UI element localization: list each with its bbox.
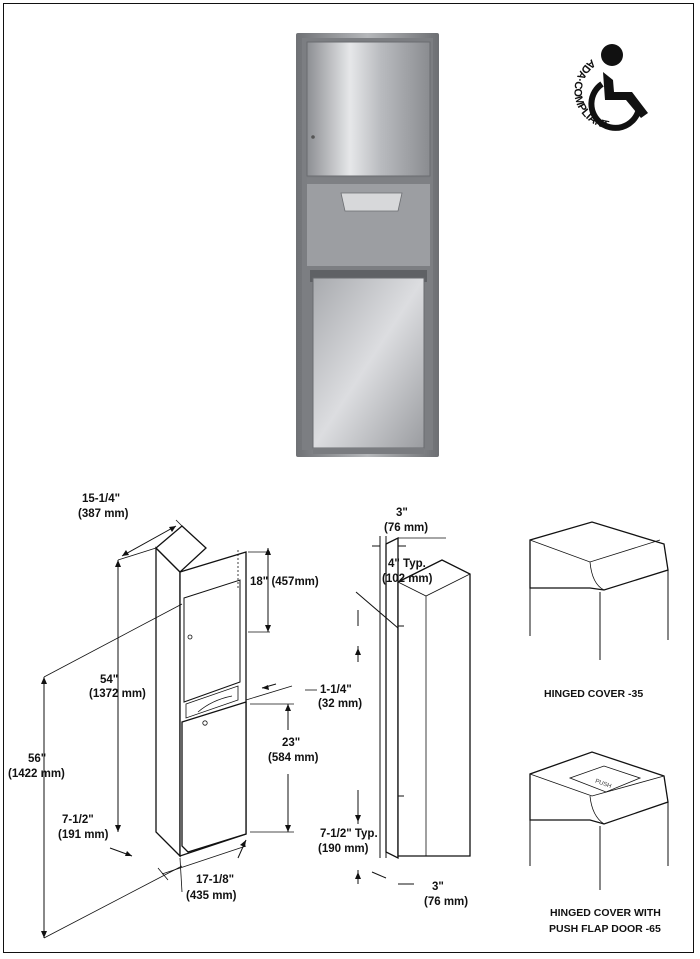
dim-depth-mm: (191 mm) xyxy=(58,829,109,841)
dim-width-mm: (387 mm) xyxy=(78,508,129,520)
dim-total-height: 54" xyxy=(100,674,118,686)
dim-depth: 7-1/2" xyxy=(62,814,94,826)
side-elevation-drawing: 3" (76 mm) 4" Typ. (102 mm) 7-1/2" Typ. … xyxy=(318,507,471,908)
dim-rough-width-mm: (435 mm) xyxy=(186,890,237,902)
dim-anchor-bottom: 7-1/2" Typ. xyxy=(320,828,378,840)
caption-hinged-cover-65-line2: PUSH FLAP DOOR -65 xyxy=(549,923,661,935)
dim-floor-height: 56" xyxy=(28,753,46,765)
ada-compliant-badge: ADA·COMPLIANT xyxy=(571,44,648,132)
dim-anchor-top-mm: (102 mm) xyxy=(382,573,433,585)
page-border xyxy=(3,3,694,953)
dim-rough-width: 17-1/8" xyxy=(196,874,234,886)
dim-projection: 1-1/4" xyxy=(320,684,352,696)
hinged-cover-65-drawing: PUSH HINGED COVER WITH PUSH FLAP DOOR -6… xyxy=(529,751,669,935)
front-isometric-drawing: 15-1/4" (387 mm) 18" (457mm) 54" (1372 m… xyxy=(8,493,362,939)
caption-hinged-cover-65-line1: HINGED COVER WITH xyxy=(550,907,661,919)
dim-side-bottom: 3" xyxy=(432,881,444,893)
dim-total-height-mm: (1372 mm) xyxy=(89,688,146,700)
dim-width: 15-1/4" xyxy=(82,493,120,505)
dim-side-top-mm: (76 mm) xyxy=(384,522,428,534)
hinged-cover-35-drawing: HINGED COVER -35 xyxy=(529,521,669,700)
dim-top-section: 18" (457mm) xyxy=(250,576,319,588)
dim-bin-height: 23" xyxy=(282,737,300,749)
dim-projection-mm: (32 mm) xyxy=(318,698,362,710)
dim-side-bottom-mm: (76 mm) xyxy=(424,896,468,908)
product-photo xyxy=(296,33,439,457)
dim-bin-height-mm: (584 mm) xyxy=(268,752,319,764)
dim-floor-height-mm: (1422 mm) xyxy=(8,768,65,780)
dim-anchor-top: 4" Typ. xyxy=(388,558,426,570)
dim-anchor-bottom-mm: (190 mm) xyxy=(318,843,369,855)
dim-side-top: 3" xyxy=(396,507,408,519)
push-flap-label: PUSH xyxy=(594,779,612,790)
caption-hinged-cover-35: HINGED COVER -35 xyxy=(544,688,643,700)
